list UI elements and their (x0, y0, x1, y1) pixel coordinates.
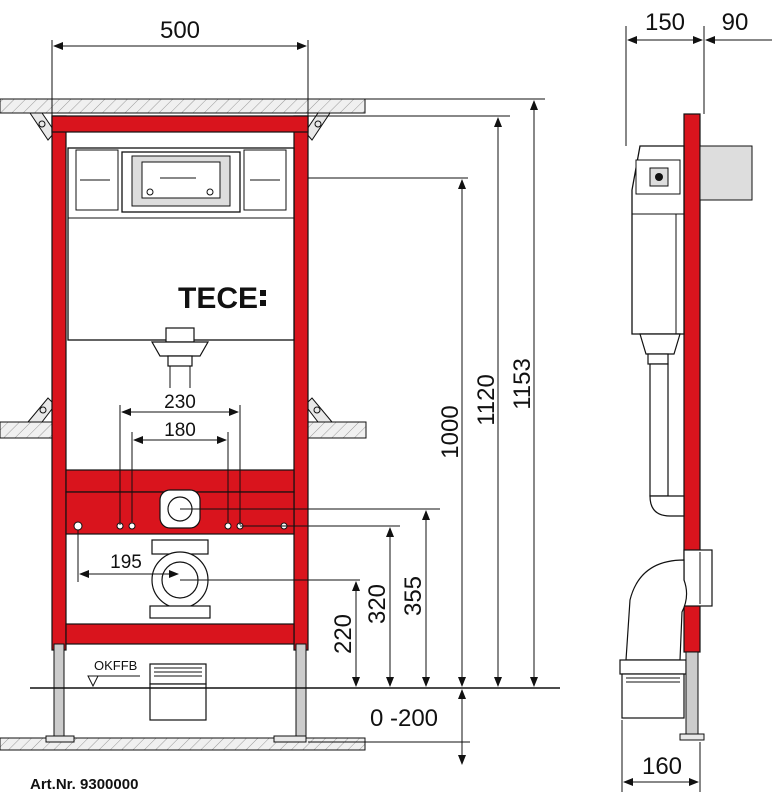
brand-mark-icon (260, 290, 266, 306)
dim-230-label: 230 (164, 392, 196, 413)
dim-195-label: 195 (110, 552, 142, 573)
crossbar-holes (73, 521, 288, 531)
floor-marker-icon (87, 675, 140, 688)
right-foot (273, 643, 307, 743)
dim-195 (77, 530, 179, 582)
dim-width (51, 40, 309, 116)
side-outlet (639, 333, 685, 517)
side-cistern (631, 145, 685, 335)
dim-1153-label: 1153 (509, 358, 536, 410)
cistern-outlet (150, 327, 210, 388)
brand-logo: TECE (178, 282, 258, 315)
dim-width-label: 500 (160, 17, 200, 44)
article-number: Art.Nr. 9300000 (30, 776, 138, 793)
ceiling-band (0, 98, 366, 114)
mid-band (0, 421, 367, 439)
dim-side-offset-label: 90 (722, 9, 749, 36)
left-foot (45, 643, 75, 743)
side-drain (619, 549, 713, 719)
front-frame (51, 115, 309, 651)
floor-label: OKFFB (94, 658, 137, 673)
dim-180-label: 180 (164, 420, 196, 441)
drain-bend (149, 539, 211, 619)
dim-bottom-depth-label: 160 (642, 753, 682, 780)
dim-355-label: 355 (400, 576, 427, 616)
dim-220-label: 220 (330, 614, 357, 654)
side-wall-block (699, 145, 753, 201)
top-left-bracket-icon (29, 112, 56, 141)
mid-right-bracket-icon (304, 397, 334, 423)
cistern (67, 147, 295, 341)
dim-side-top (625, 26, 772, 146)
mid-left-bracket-icon (26, 397, 56, 423)
dim-230 (119, 405, 241, 525)
dim-1120-label: 1120 (473, 374, 500, 426)
bottom-pipe (149, 663, 207, 721)
dim-180 (131, 432, 229, 522)
dim-1000-label: 1000 (437, 405, 464, 458)
side-foot (679, 651, 705, 741)
dim-foot-label: 0 -200 (370, 705, 438, 732)
dim-320-label: 320 (364, 584, 391, 624)
dim-side-depth-label: 150 (645, 9, 685, 36)
dim-side-bottom (621, 720, 701, 792)
top-right-bracket-icon (304, 112, 331, 141)
